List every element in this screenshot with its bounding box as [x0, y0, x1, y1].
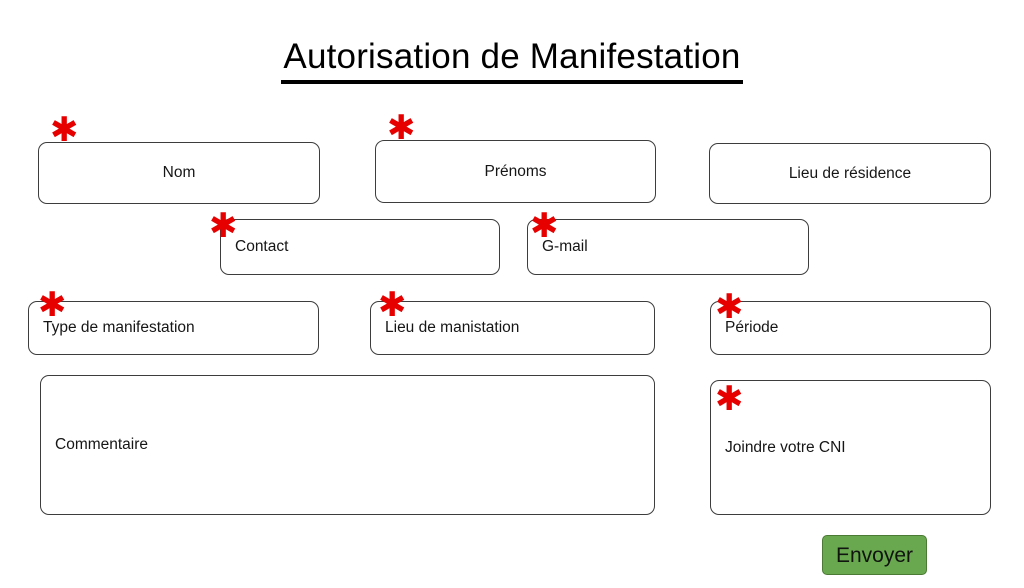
page-title: Autorisation de Manifestation	[281, 37, 743, 84]
field-g-mail[interactable]: G-mail	[527, 219, 809, 275]
field-g-mail-label: G-mail	[542, 238, 588, 255]
submit-button[interactable]: Envoyer	[822, 535, 927, 575]
page-title-container: Autorisation de Manifestation	[0, 14, 1024, 107]
field-periode-label: Période	[725, 319, 779, 336]
field-joindre-votre-cni[interactable]: Joindre votre CNI	[710, 380, 991, 515]
field-lieu-de-manistation[interactable]: Lieu de manistation	[370, 301, 655, 355]
field-contact-label: Contact	[235, 238, 289, 255]
field-nom[interactable]: Nom	[38, 142, 320, 204]
field-contact[interactable]: Contact	[220, 219, 500, 275]
field-type-de-manifestation[interactable]: Type de manifestation	[28, 301, 319, 355]
field-nom-label: Nom	[162, 164, 196, 181]
field-commentaire[interactable]: Commentaire	[40, 375, 655, 515]
field-type-de-manifestation-label: Type de manifestation	[43, 319, 195, 336]
field-joindre-votre-cni-label: Joindre votre CNI	[725, 438, 846, 456]
field-prenoms-label: Prénoms	[484, 162, 547, 180]
field-lieu-de-residence[interactable]: Lieu de résidence	[709, 143, 991, 204]
field-lieu-de-manistation-label: Lieu de manistation	[385, 319, 520, 336]
field-prenoms[interactable]: Prénoms	[375, 140, 656, 203]
field-commentaire-label: Commentaire	[55, 436, 149, 453]
field-periode[interactable]: Période	[710, 301, 991, 355]
field-lieu-de-residence-label: Lieu de résidence	[788, 164, 912, 182]
